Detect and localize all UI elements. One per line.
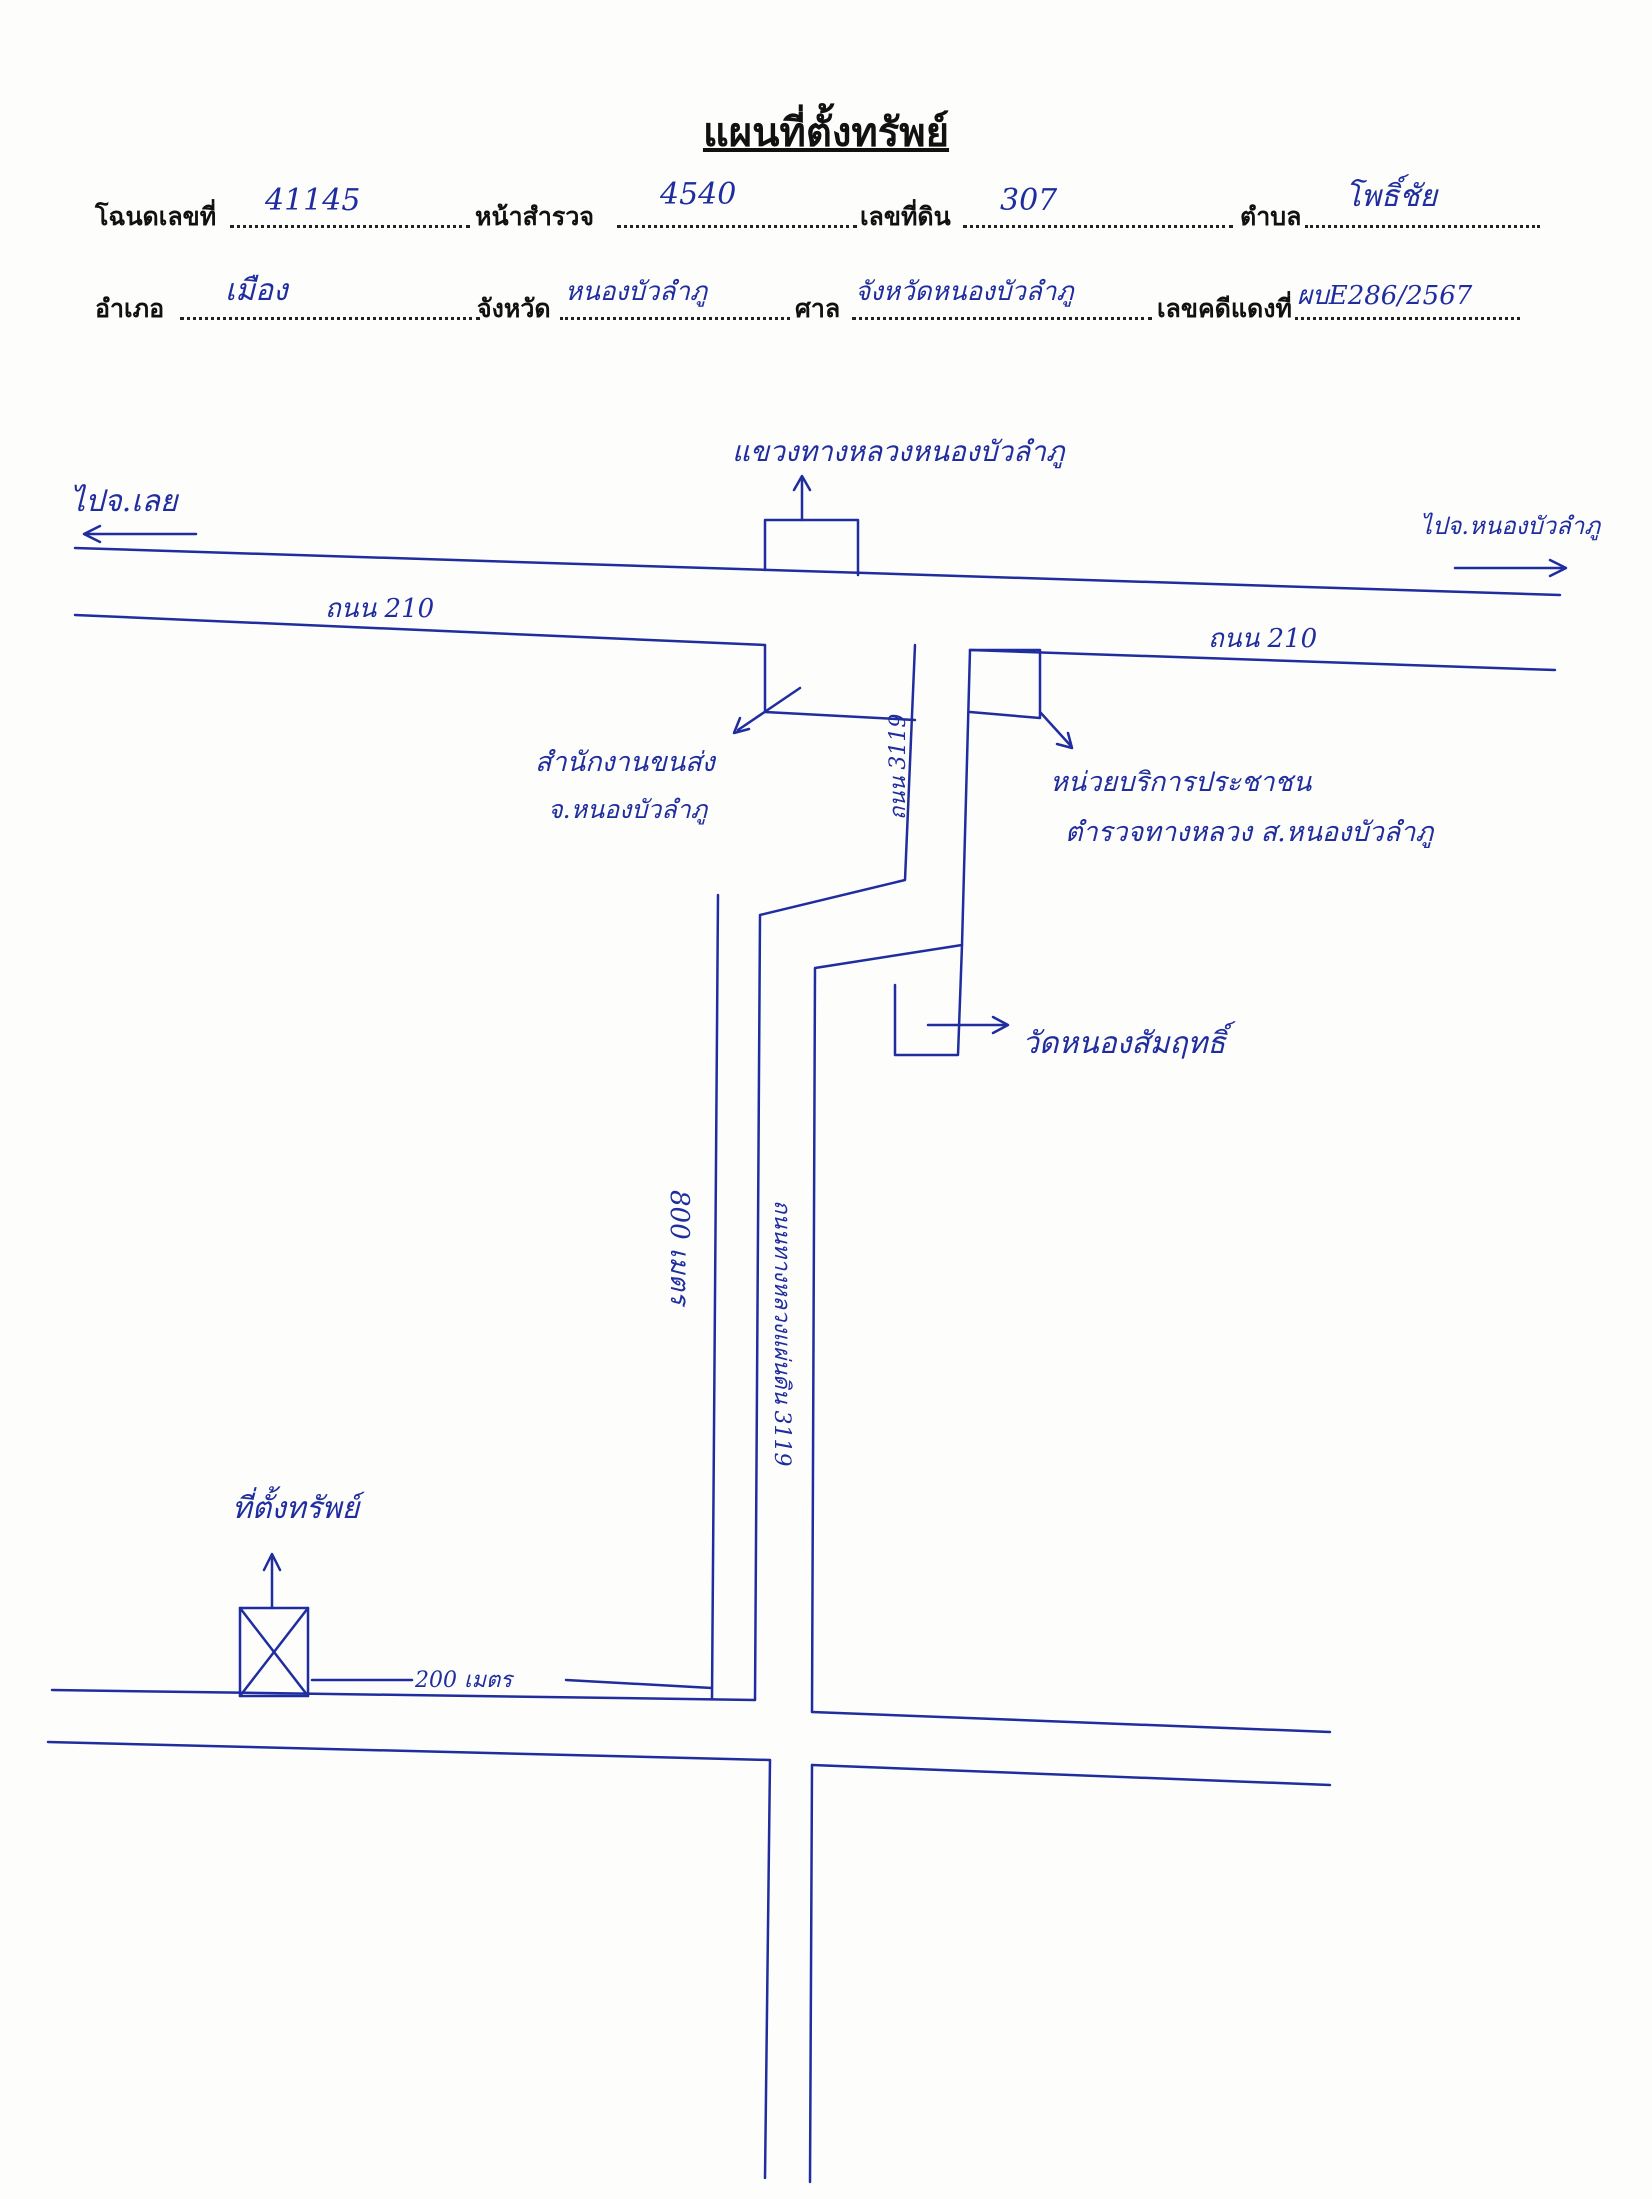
court-value: จังหวัดหนองบัวลำภู bbox=[855, 277, 1074, 307]
police-unit-label-1: หน่วยบริการประชาชน bbox=[1050, 767, 1312, 798]
land-no-dots bbox=[963, 225, 1233, 228]
road-3119-west-edge bbox=[753, 643, 917, 1702]
distance-800-label: 800 เมตร bbox=[664, 1190, 694, 1305]
court-label: ศาล bbox=[795, 294, 841, 323]
road-210-east-label: ถนน 210 bbox=[1208, 624, 1318, 654]
highway-office-arrow-head bbox=[792, 474, 812, 492]
transport-office-block bbox=[763, 643, 917, 722]
case-no-value: ผบE286/2567 bbox=[1297, 281, 1473, 311]
transport-office-label-2: จ.หนองบัวลำภู bbox=[548, 795, 708, 824]
property-location-label: ที่ตั้งทรัพย์ bbox=[232, 1491, 360, 1526]
transport-office-label-1: สำนักงานขนส่ง bbox=[535, 747, 715, 778]
distance-800-line bbox=[710, 893, 720, 1700]
transport-office-pointer bbox=[736, 686, 802, 732]
police-unit-block bbox=[968, 648, 1042, 720]
road-210-south-edge-west bbox=[73, 613, 767, 647]
subdistrict-label: ตำบล bbox=[1240, 202, 1302, 231]
page-title: แผนที่ตั้งทรัพย์ bbox=[702, 110, 950, 156]
east-arrow-head bbox=[1548, 558, 1568, 578]
land-no-label: เลขที่ดิน bbox=[860, 202, 951, 231]
subdistrict-dots bbox=[1305, 225, 1540, 228]
transport-office-pointer-head bbox=[732, 716, 751, 735]
police-unit-label-2: ตำรวจทางหลวง ส.หนองบัวลำภู bbox=[1065, 817, 1434, 848]
distance-200-label: 200 เมตร bbox=[415, 1668, 513, 1693]
property-marker bbox=[238, 1606, 310, 1698]
temple-block bbox=[893, 943, 964, 1057]
lower-street-south-edge-west bbox=[46, 1740, 772, 1762]
temple-arrow-head bbox=[991, 1015, 1010, 1035]
deed-dots bbox=[230, 225, 470, 228]
survey-page-label: หน้าสำรวจ bbox=[475, 202, 595, 231]
survey-page-dots bbox=[617, 225, 857, 228]
property-arrow-head bbox=[262, 1552, 282, 1572]
deed-value: 41145 bbox=[265, 183, 361, 218]
west-arrow-head bbox=[82, 524, 102, 544]
land-no-value: 307 bbox=[1000, 183, 1058, 218]
road-210-south-edge-east bbox=[968, 648, 1557, 672]
road-3119-east-edge bbox=[810, 648, 972, 1714]
lower-street-north-edge-west bbox=[50, 1688, 757, 1702]
property-marker-cross-b bbox=[238, 1606, 310, 1698]
lower-street-north-edge-east bbox=[810, 1710, 1332, 1734]
case-no-label: เลขคดีแดงที่ bbox=[1157, 294, 1292, 323]
police-unit-pointer bbox=[1038, 710, 1072, 747]
to-nongbualamphu-label: ไปจ.หนองบัวลำภู bbox=[1420, 512, 1601, 540]
district-value: เมือง bbox=[225, 273, 288, 308]
road-210-north-edge bbox=[73, 546, 1562, 597]
subdistrict-value: โพธิ์ชัย bbox=[1345, 179, 1438, 214]
district-dots bbox=[180, 317, 480, 320]
province-dots bbox=[560, 317, 790, 320]
road-210-west-label: ถนน 210 bbox=[325, 594, 435, 624]
south-road-east-edge bbox=[808, 1763, 814, 2184]
south-road-west-edge bbox=[763, 1758, 772, 2180]
header-row-1: โฉนดเลขที่ 41145 หน้าสำรวจ 4540 เลขที่ดิ… bbox=[95, 177, 1545, 243]
deed-label: โฉนดเลขที่ bbox=[95, 202, 217, 231]
to-loei-label: ไปจ.เลย bbox=[70, 484, 178, 519]
province-value: หนองบัวลำภู bbox=[565, 277, 707, 307]
distance-200-line-right bbox=[564, 1678, 714, 1690]
highway-office-label: แขวงทางหลวงหนองบัวลำภู bbox=[732, 435, 1065, 468]
road-3119-lower-label: ถนนทางหลวงแผ่นดิน 3119 bbox=[769, 1200, 794, 1467]
police-unit-pointer-head bbox=[1055, 731, 1074, 750]
survey-page-value: 4540 bbox=[660, 177, 737, 212]
court-dots bbox=[852, 317, 1152, 320]
road-3119-upper-label: ถนน 3119 bbox=[886, 713, 911, 820]
lower-street-south-edge-east bbox=[810, 1763, 1332, 1787]
province-label: จังหวัด bbox=[477, 294, 551, 323]
case-no-dots bbox=[1295, 317, 1520, 320]
header-row-2: อำเภอ เมือง จังหวัด หนองบัวลำภู ศาล จังห… bbox=[95, 273, 1545, 335]
highway-office-block bbox=[763, 518, 860, 577]
district-label: อำเภอ bbox=[95, 294, 165, 323]
temple-label: วัดหนองสัมฤทธิ์ bbox=[1022, 1026, 1226, 1061]
